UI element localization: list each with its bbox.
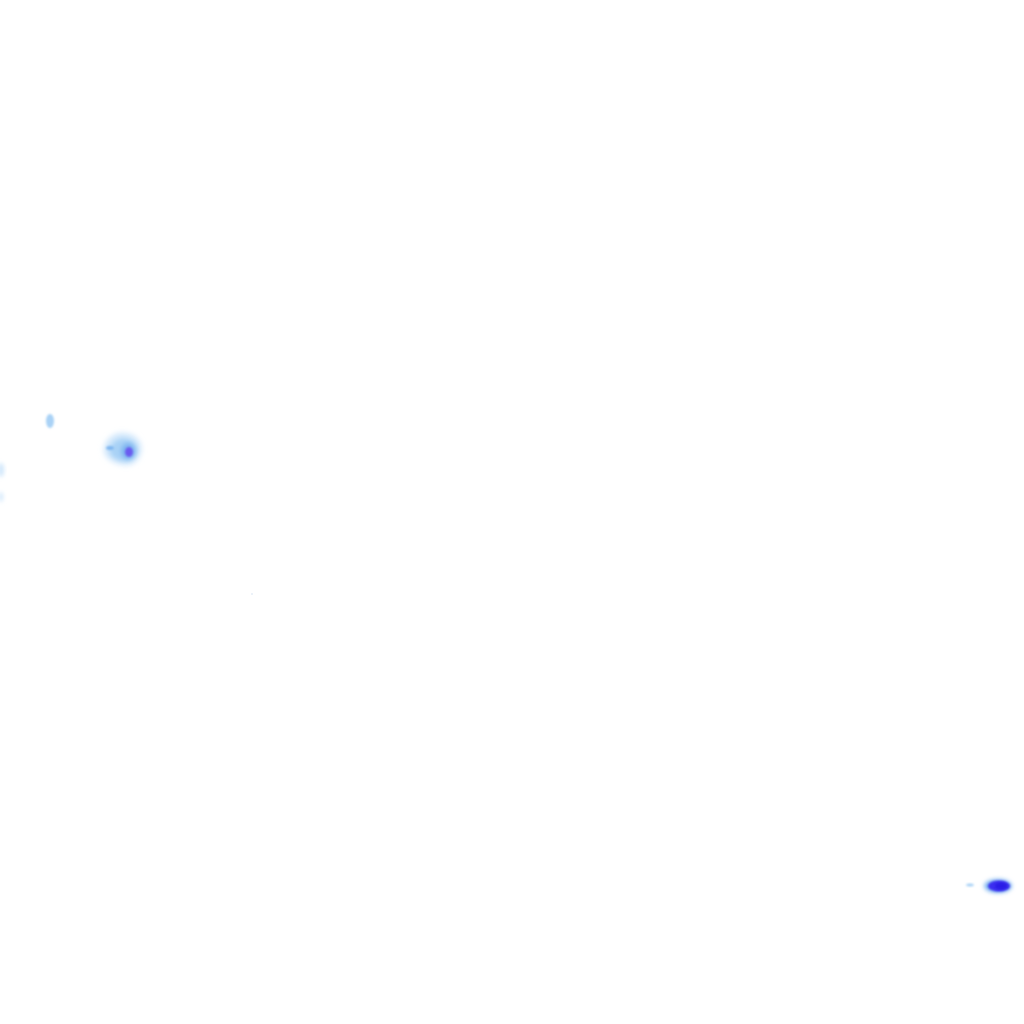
echo-cell-southeast	[966, 879, 1012, 893]
echo-west-edge	[0, 463, 4, 502]
echo-speck-center	[251, 593, 253, 595]
echo-cell-west	[104, 432, 142, 466]
echo-small-north	[46, 414, 54, 428]
